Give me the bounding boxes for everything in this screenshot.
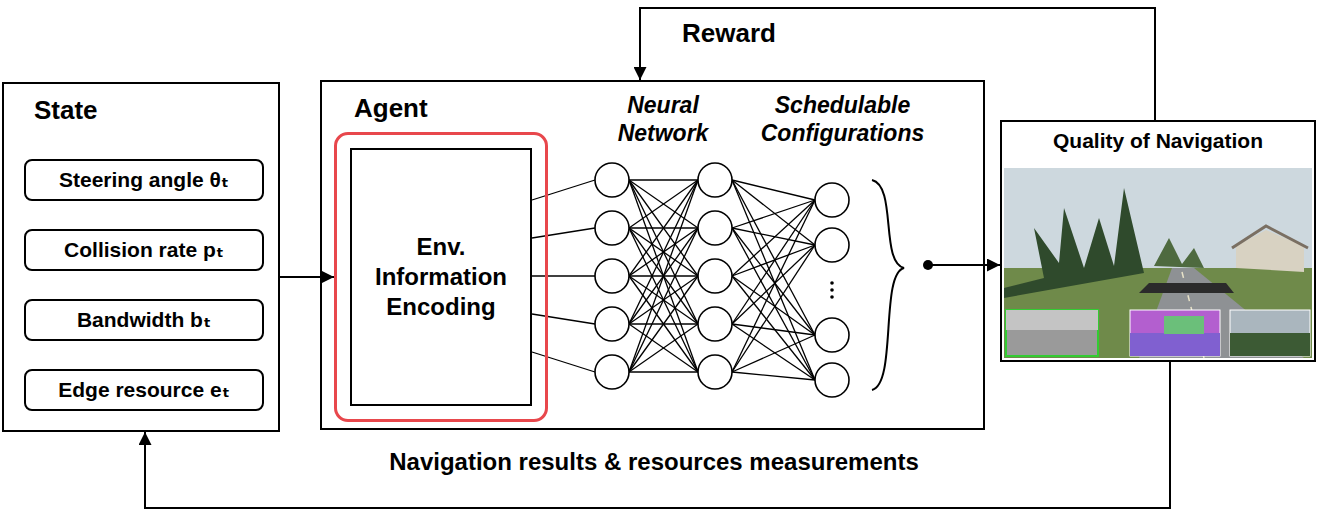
network-link <box>629 180 698 324</box>
scene-shape <box>1230 333 1310 356</box>
network-link <box>629 276 698 372</box>
network-link <box>732 324 815 335</box>
network-link <box>629 179 698 180</box>
scene-shape <box>1164 316 1204 334</box>
neuron <box>595 355 629 389</box>
scene-shape <box>1232 226 1308 248</box>
neuron <box>698 211 732 245</box>
scene-shape <box>1130 310 1220 356</box>
network-link <box>629 180 698 228</box>
box-label: Collision rate pₜ <box>64 237 224 263</box>
network-link <box>629 180 698 276</box>
encoding-frame: Env. Information Encoding <box>350 148 532 406</box>
scene-shape <box>1004 168 1312 358</box>
network-link <box>732 245 815 372</box>
neuron <box>698 259 732 293</box>
neuron <box>815 363 849 397</box>
neuron <box>698 355 732 389</box>
box-label: Edge resource eₜ <box>58 377 230 403</box>
flow-arrow <box>280 276 334 278</box>
neuron <box>815 183 849 217</box>
network-link <box>732 245 815 276</box>
network-link <box>532 352 595 372</box>
ellipsis-dot <box>830 295 834 299</box>
network-link <box>732 228 815 335</box>
network-link <box>629 180 698 372</box>
scene-shape <box>1130 333 1220 356</box>
network-link <box>732 228 815 380</box>
network-link <box>732 200 815 324</box>
network-link <box>732 180 815 245</box>
neuron <box>698 163 732 197</box>
network-link <box>732 245 815 324</box>
network-link <box>532 180 595 200</box>
scene-shape <box>1004 168 1144 298</box>
network-link <box>629 276 698 372</box>
network-link <box>732 180 815 380</box>
layer-caption: Schedulable Configurations <box>745 92 940 147</box>
network-link <box>629 180 698 276</box>
group-panel: StateSteering angle θₜ Collision rate pₜ B… <box>2 82 280 432</box>
neuron <box>595 163 629 197</box>
network-link <box>732 228 815 245</box>
neuron <box>595 211 629 245</box>
network-link <box>629 324 698 372</box>
scene-shape <box>1006 310 1098 356</box>
network-link <box>532 275 595 276</box>
flow-arrow <box>145 362 1170 508</box>
scene-shape <box>1230 310 1310 356</box>
output-panel: Quality of Navigation <box>1000 120 1316 362</box>
neuron <box>595 259 629 293</box>
state-box: Collision rate pₜ <box>24 229 264 271</box>
network-link <box>732 335 815 372</box>
edge-label: Navigation results & resources measureme… <box>280 448 1028 476</box>
ellipsis-dot <box>830 288 834 292</box>
state-box: Edge resource eₜ <box>24 369 264 411</box>
edge-label: Reward <box>650 18 808 49</box>
box-label: Env. Information Encoding <box>360 232 522 322</box>
box-label: Bandwidth bₜ <box>77 307 211 333</box>
scene-shape <box>1236 230 1304 272</box>
network-link <box>629 324 698 372</box>
network-link <box>732 200 815 228</box>
panel-heading: State <box>34 94 278 127</box>
network-link <box>532 228 595 238</box>
network-link <box>629 180 698 324</box>
network-link <box>629 180 698 228</box>
scene-shape <box>1139 283 1234 293</box>
neuron <box>698 307 732 341</box>
ellipsis-dot <box>830 281 834 285</box>
neuron <box>595 307 629 341</box>
scene-shape <box>1154 238 1204 268</box>
neuron <box>815 318 849 352</box>
network-link <box>629 180 698 372</box>
flow-arrow <box>928 264 1000 266</box>
network-link <box>629 228 698 372</box>
driving-scene <box>1004 168 1312 358</box>
scene-shape <box>1006 310 1098 330</box>
encoding-box: Env. Information Encoding <box>334 132 548 422</box>
state-box: Bandwidth bₜ <box>24 299 264 341</box>
output-brace <box>872 180 904 390</box>
network-link <box>629 371 698 372</box>
state-box: Steering angle θₜ <box>24 159 264 201</box>
network-link <box>532 314 595 324</box>
layer-caption: Neural Network <box>598 92 728 147</box>
network-link <box>629 228 698 372</box>
network-link <box>732 180 815 335</box>
neuron <box>815 228 849 262</box>
box-label: Steering angle θₜ <box>59 167 229 193</box>
panel-title: Quality of Navigation <box>1006 128 1310 154</box>
network-link <box>732 200 815 372</box>
network-link <box>732 276 815 380</box>
network-link <box>732 372 815 380</box>
